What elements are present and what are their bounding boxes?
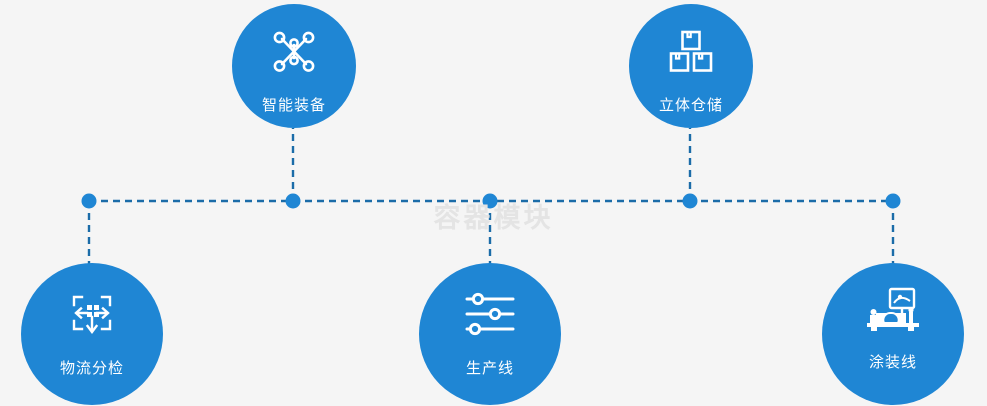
node-label: 智能装备: [261, 96, 326, 114]
junction-smart-equipment: [285, 193, 301, 209]
node-painting-line[interactable]: 涂装线: [822, 263, 964, 405]
network-nodes-icon: [268, 26, 320, 78]
sliders-icon: [462, 287, 518, 343]
junction-logistics-sorting: [81, 193, 97, 209]
watermark-text: 容器模块: [433, 203, 554, 234]
node-smart-equipment[interactable]: 智能装备: [232, 4, 356, 128]
node-logistics-sorting[interactable]: 物流分检: [21, 263, 163, 405]
node-label: 立体仓储: [658, 96, 723, 114]
paint-shop-icon: [864, 287, 922, 337]
sorting-arrows-icon: [64, 287, 120, 343]
node-label: 物流分检: [59, 359, 124, 377]
junction-production-line: [482, 193, 498, 209]
node-production-line[interactable]: 生产线: [419, 263, 561, 405]
junction-painting-line: [885, 193, 901, 209]
node-label: 涂装线: [868, 353, 917, 371]
stacked-boxes-icon: [665, 26, 717, 78]
junction-vertical-warehouse: [682, 193, 698, 209]
node-vertical-warehouse[interactable]: 立体仓储: [629, 4, 753, 128]
node-label: 生产线: [465, 359, 514, 377]
